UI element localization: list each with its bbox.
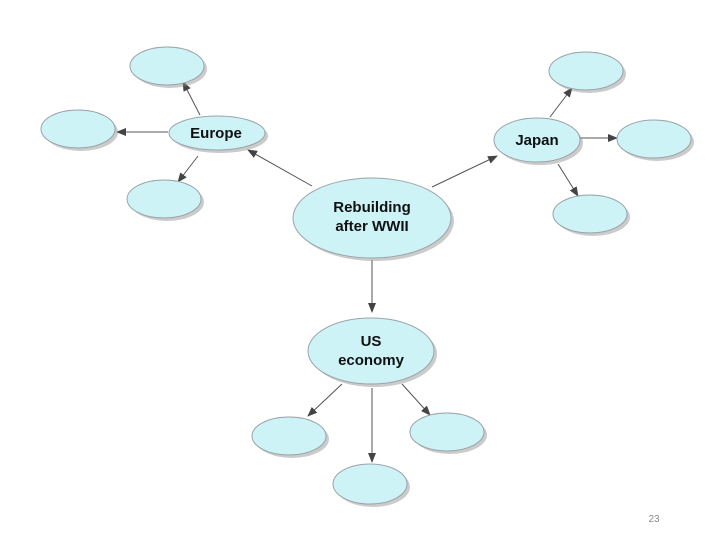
japan-label: Japan: [515, 132, 558, 149]
arrow-japan-to-top: [549, 87, 573, 118]
page-number: 23: [648, 514, 660, 525]
connectors: [116, 81, 618, 463]
europe-child-left: [40, 109, 118, 151]
japan-child-right: [616, 119, 694, 161]
arrow-us-to-left: [307, 383, 343, 417]
arrow-europe-to-top: [182, 81, 201, 116]
us-label-line-2: economy: [338, 352, 405, 369]
arrow-us-to-right: [401, 383, 431, 416]
japan-child-bottom: [552, 194, 630, 236]
japan-node: Japan: [493, 117, 583, 165]
arrow-center-to-europe: [247, 149, 313, 187]
center-node: Rebuilding after WWII: [292, 177, 454, 261]
us-node: US economy: [307, 317, 437, 387]
us-label-line-1: US: [361, 333, 382, 350]
europe-node: Europe: [168, 115, 268, 153]
europe-label: Europe: [190, 125, 242, 142]
center-label-line-2: after WWII: [335, 218, 408, 235]
center-label-line-1: Rebuilding: [333, 199, 411, 216]
europe-child-bottom: [126, 179, 204, 221]
arrow-europe-to-bottom: [177, 155, 199, 183]
europe-child-top: [129, 46, 207, 88]
us-child-right: [409, 412, 487, 454]
nodes: Europe Japan: [40, 46, 694, 507]
arrow-center-to-japan: [431, 155, 498, 188]
arrow-japan-to-bottom: [557, 163, 579, 197]
japan-child-top: [548, 51, 626, 93]
us-child-left: [251, 416, 329, 458]
us-child-bottom: [332, 463, 410, 507]
